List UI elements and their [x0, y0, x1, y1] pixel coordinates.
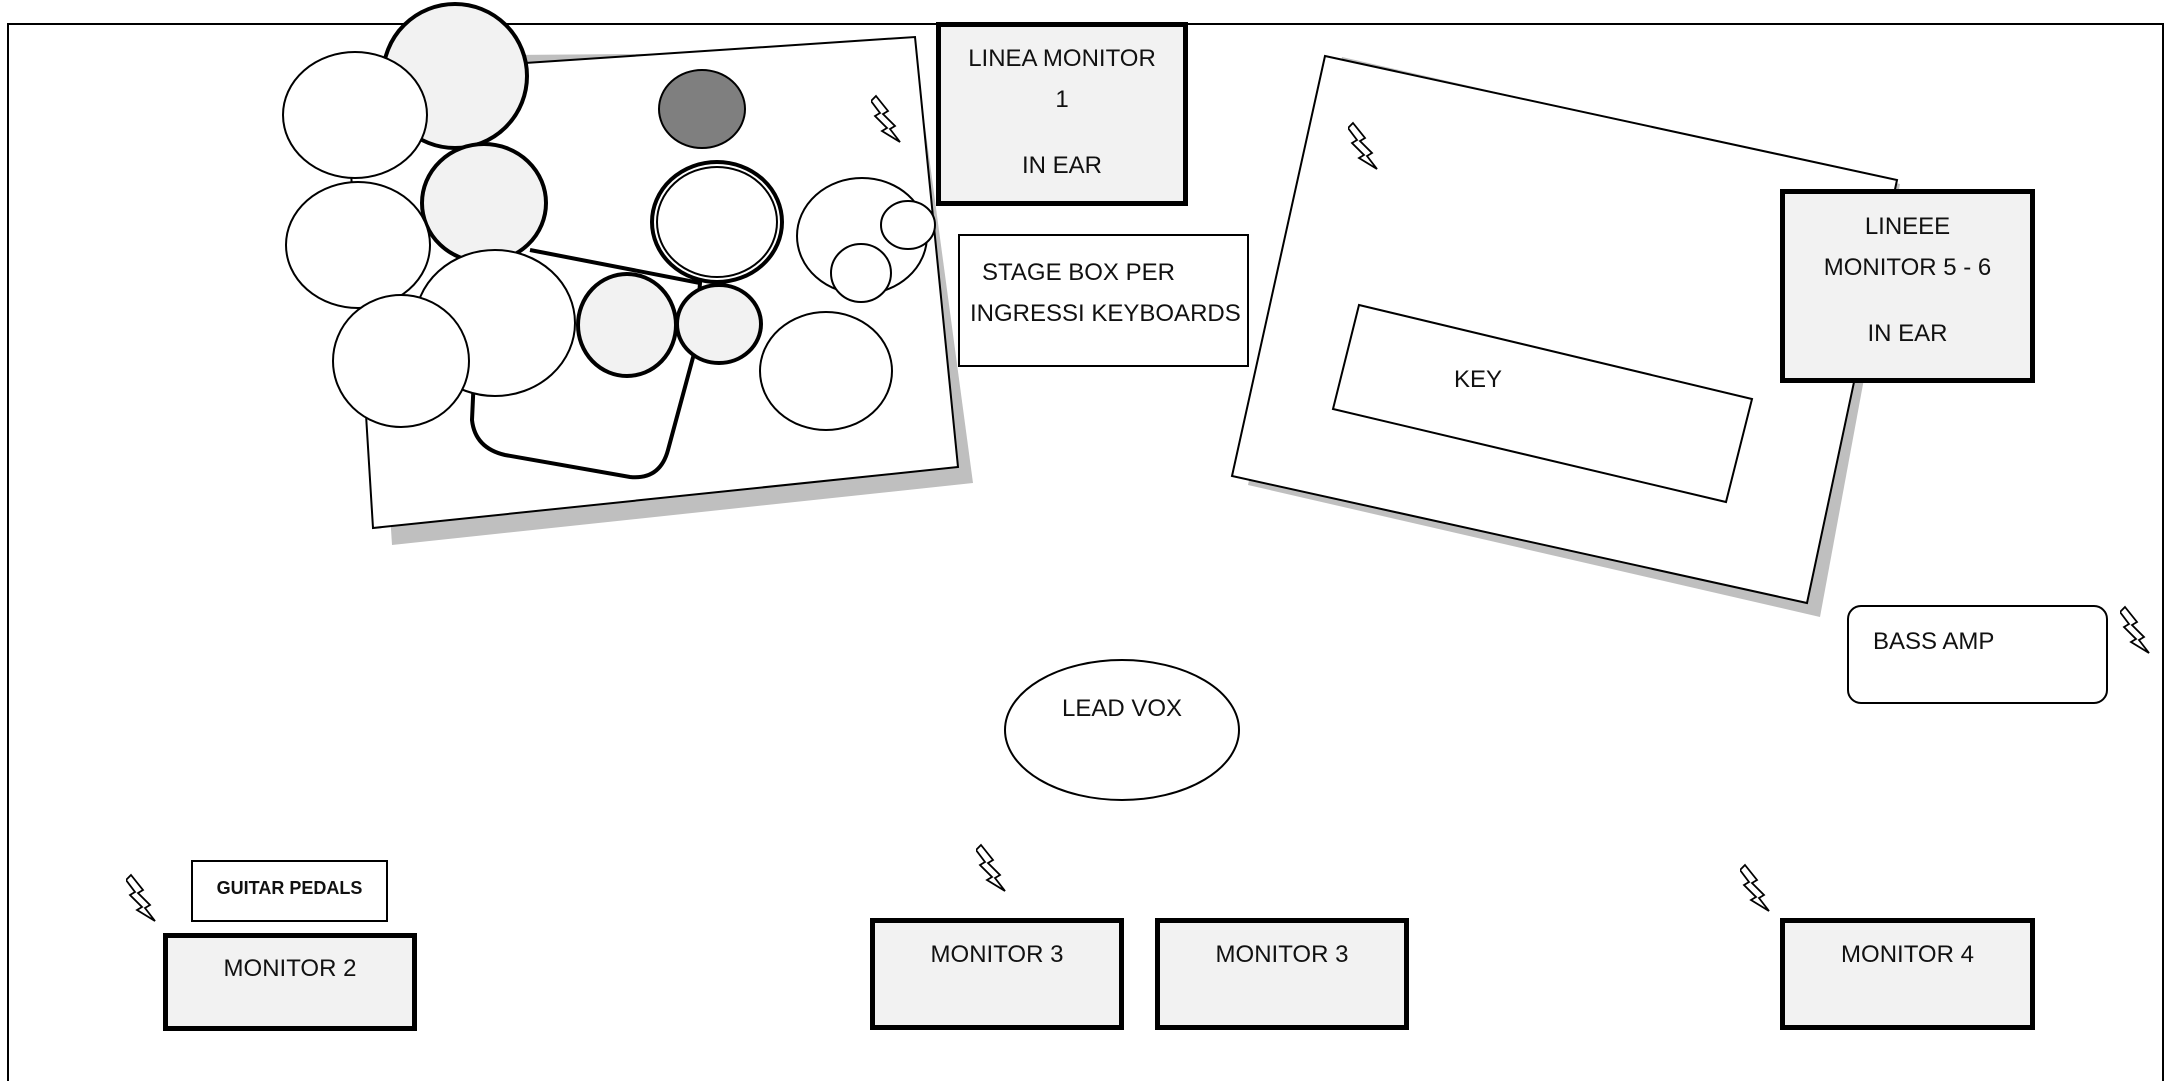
hi-hat-small	[830, 243, 892, 303]
drum-tom	[420, 142, 548, 264]
snare-drum	[658, 69, 746, 149]
lineee-monitor-5-6: LINEEE MONITOR 5 - 6 IN EAR	[1780, 189, 2035, 383]
linea-monitor-1-type: IN EAR	[1021, 152, 1102, 179]
monitor-4: MONITOR 4	[1780, 918, 2035, 1030]
hi-hat-small	[880, 200, 936, 250]
drum-cymbal	[759, 311, 893, 431]
monitor-3-left-label: MONITOR 3	[930, 941, 1064, 968]
drum-cymbal	[332, 294, 470, 428]
floor-tom	[576, 272, 678, 378]
drum-rack	[469, 248, 703, 480]
power-icon	[2120, 606, 2150, 654]
bass-amp: BASS AMP	[1847, 605, 2108, 704]
hi-tom	[650, 160, 784, 284]
linea-monitor-1: LINEA MONITOR 1 IN EAR	[936, 22, 1188, 206]
stage-box-line1: STAGE BOX PER	[982, 259, 1175, 286]
monitor-2: MONITOR 2	[163, 933, 417, 1031]
drum-kit	[282, 2, 936, 480]
monitor-3-right-label: MONITOR 3	[1215, 941, 1349, 968]
bass-amp-label: BASS AMP	[1873, 628, 1995, 655]
lead-vox-label: LEAD VOX	[1061, 695, 1183, 722]
floor-tom	[675, 283, 763, 365]
stage-box-line2: INGRESSI KEYBOARDS	[970, 300, 1241, 327]
monitor-3-left: MONITOR 3	[870, 918, 1124, 1030]
lead-vox-position	[1004, 659, 1240, 801]
power-icon	[976, 844, 1006, 892]
lineee-monitor-number: MONITOR 5 - 6	[1823, 254, 1992, 281]
lineee-monitor-title: LINEEE	[1864, 213, 1951, 240]
monitor-4-label: MONITOR 4	[1841, 941, 1974, 968]
hi-tom-inner	[656, 166, 778, 278]
stage-box: STAGE BOX PER INGRESSI KEYBOARDS	[958, 234, 1249, 367]
monitor-3-right: MONITOR 3	[1155, 918, 1409, 1030]
guitar-pedals: GUITAR PEDALS	[191, 860, 388, 922]
lineee-monitor-type: IN EAR	[1867, 320, 1948, 347]
key-stand	[1331, 303, 1754, 504]
monitor-2-label: MONITOR 2	[223, 955, 357, 982]
drum-cymbal	[285, 181, 431, 309]
drum-cymbal	[282, 51, 428, 179]
linea-monitor-1-number: 1	[1055, 86, 1069, 113]
power-icon	[126, 874, 156, 922]
key-label: KEY	[1454, 366, 1503, 393]
linea-monitor-1-title: LINEA MONITOR	[968, 45, 1156, 72]
power-icon	[1740, 864, 1770, 912]
guitar-pedals-label: GUITAR PEDALS	[216, 878, 363, 898]
